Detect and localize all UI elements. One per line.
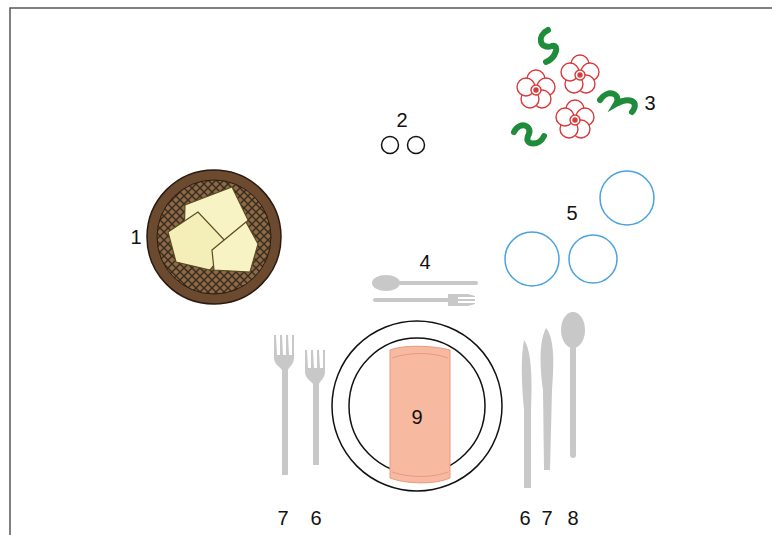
callout-number: 6 <box>310 508 321 528</box>
dinner-plate <box>332 321 502 491</box>
frame <box>10 8 772 535</box>
knives-spoon <box>522 312 585 488</box>
callout-number: 2 <box>396 110 407 130</box>
dessert-cutlery <box>372 275 478 306</box>
callout-number: 7 <box>541 508 552 528</box>
callout-number: 4 <box>419 252 430 272</box>
callout-number: 3 <box>644 93 655 113</box>
callout-number: 6 <box>519 508 530 528</box>
glasses <box>505 171 654 286</box>
flower-arrangement <box>514 30 635 144</box>
callout-number: 8 <box>567 508 578 528</box>
salt-pepper <box>382 137 425 154</box>
callout-number: 5 <box>566 203 577 223</box>
callout-number: 7 <box>277 508 288 528</box>
bread-basket <box>147 170 281 304</box>
callout-number: 9 <box>411 407 422 427</box>
callout-number: 1 <box>130 227 141 247</box>
forks <box>274 335 325 475</box>
